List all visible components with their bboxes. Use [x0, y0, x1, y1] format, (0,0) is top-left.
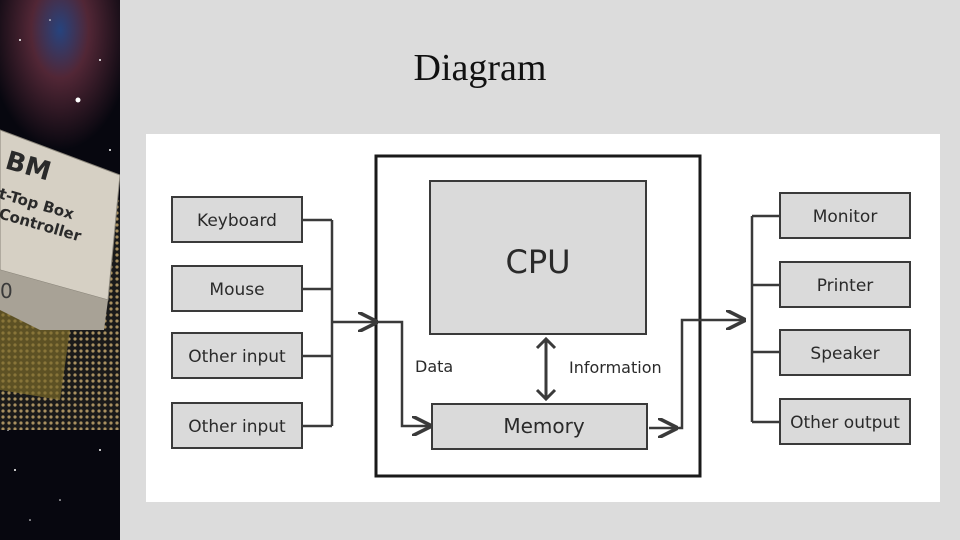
- output-label: Speaker: [810, 344, 879, 364]
- cpu-label: CPU: [505, 243, 570, 281]
- input-connector: [302, 218, 430, 426]
- information-label: Information: [569, 358, 662, 377]
- cpu-box: CPU: [429, 180, 647, 335]
- output-box-monitor: Monitor: [779, 192, 911, 239]
- computer-diagram: CPU Memory Data Information Keyboard Mou…: [146, 134, 940, 502]
- input-box-mouse: Mouse: [171, 265, 303, 312]
- output-connector: [649, 214, 780, 428]
- output-box-speaker: Speaker: [779, 329, 911, 376]
- cpu-memory-arrow: [535, 336, 557, 402]
- data-label: Data: [415, 357, 453, 376]
- output-box-printer: Printer: [779, 261, 911, 308]
- input-box-keyboard: Keyboard: [171, 196, 303, 243]
- chip-photo: BM t-Top Box Controller 0: [0, 0, 120, 540]
- input-box-other-1: Other input: [171, 332, 303, 379]
- memory-box: Memory: [431, 403, 648, 450]
- input-label: Other input: [188, 347, 286, 367]
- side-image-panel: BM t-Top Box Controller 0: [0, 0, 120, 540]
- input-box-other-2: Other input: [171, 402, 303, 449]
- output-label: Monitor: [813, 207, 878, 227]
- output-label: Printer: [817, 276, 874, 296]
- input-label: Keyboard: [197, 211, 277, 231]
- slide-title: Diagram: [413, 47, 547, 89]
- output-label: Other output: [790, 413, 900, 433]
- chip-corner: 0: [0, 279, 13, 303]
- output-box-other: Other output: [779, 398, 911, 445]
- input-label: Mouse: [209, 280, 264, 300]
- memory-label: Memory: [503, 414, 585, 438]
- input-label: Other input: [188, 417, 286, 437]
